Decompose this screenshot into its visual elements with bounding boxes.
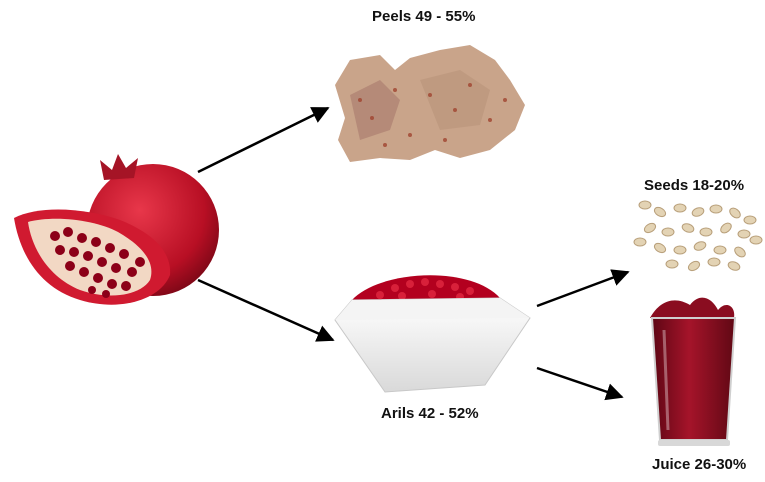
seeds-label: Seeds 18-20% <box>644 177 744 195</box>
arrow-arils-to-seeds <box>537 272 628 306</box>
seeds-image <box>634 201 762 272</box>
juice-label: Juice 26-30% <box>652 456 746 474</box>
arrow-arils-to-juice <box>537 368 622 397</box>
peels-image <box>335 45 525 162</box>
arils-label: Arils 42 - 52% <box>381 405 479 423</box>
arils-bowl-image <box>335 275 530 392</box>
arrow-fruit-to-arils <box>198 280 333 340</box>
pomegranate-image <box>14 154 219 305</box>
juice-glass-image <box>650 298 735 446</box>
arrow-fruit-to-peels <box>198 108 328 172</box>
peels-label: Peels 49 - 55% <box>372 8 475 26</box>
